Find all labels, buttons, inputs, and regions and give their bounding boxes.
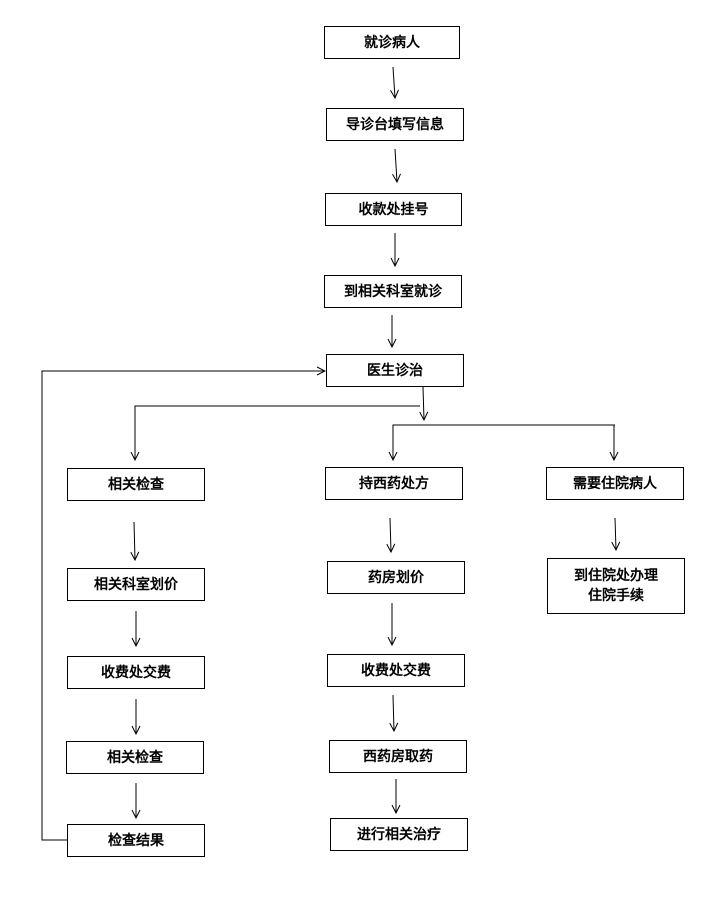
arrow-pay-mid-pharmacy [393,694,394,731]
arrow-inpatient-admission [615,517,616,550]
arrow-doctor-split [423,386,424,420]
arrow-exam-pricing [134,521,135,560]
node-pharmacy-pricing: 药房划价 [327,561,465,594]
arrow-guide-register [395,148,397,182]
arrow-split-exam-left [135,405,420,460]
node-result: 检查结果 [67,824,205,857]
node-exam-left2: 相关检查 [66,741,204,774]
node-inpatient: 需要住院病人 [546,467,684,500]
node-doctor: 医生诊治 [326,354,464,387]
node-patient: 就诊病人 [324,26,460,59]
node-western-rx: 持西药处方 [325,467,463,500]
node-treatment: 进行相关治疗 [330,818,468,851]
node-admission: 到住院处办理 住院手续 [547,558,685,614]
node-cashier-register: 收款处挂号 [325,193,462,226]
node-dept-pricing: 相关科室划价 [67,568,205,601]
node-exam-left: 相关检查 [67,468,205,501]
arrow-result-doctor-loop [41,371,325,841]
arrow-split-western-rx [393,424,615,460]
node-pay-left: 收费处交费 [67,656,205,689]
node-guide: 导诊台填写信息 [326,108,464,141]
node-pay-mid: 收费处交费 [327,654,465,687]
node-western-pharmacy: 西药房取药 [329,740,467,773]
node-to-department: 到相关科室就诊 [324,275,462,308]
arrow-rx-pharmacy-pricing [390,517,391,552]
arrow-patient-guide [393,66,395,98]
